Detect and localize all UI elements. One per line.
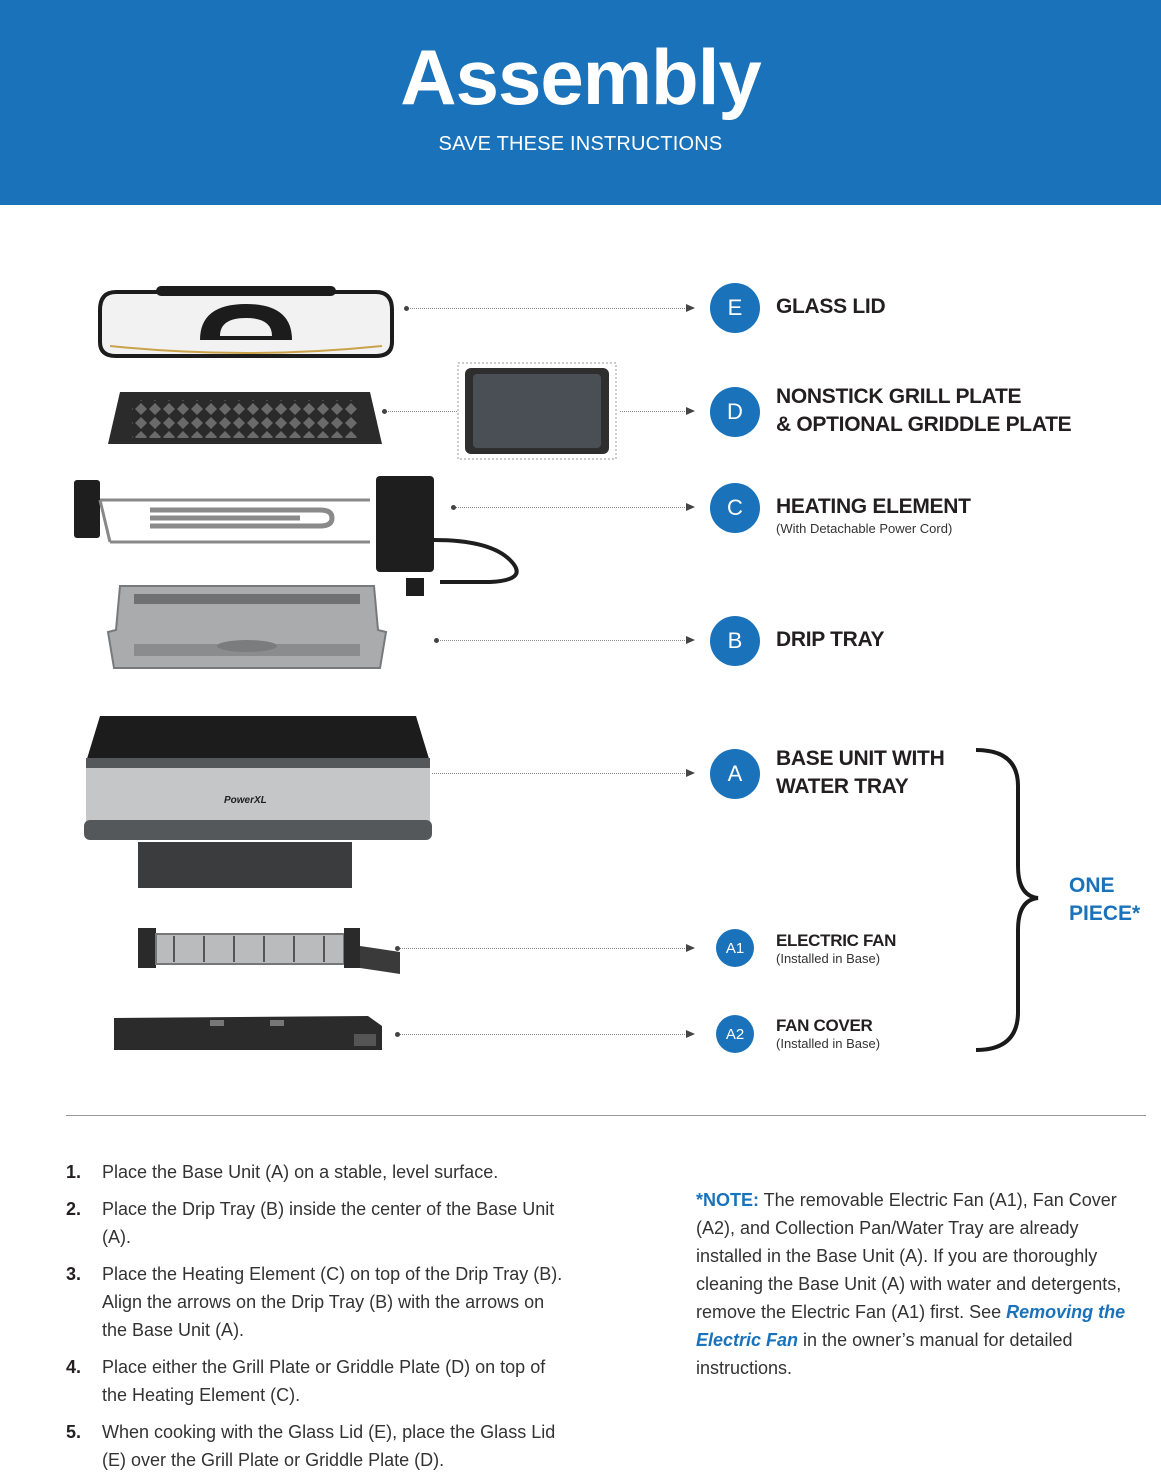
step-item: 5. When cooking with the Glass Lid (E), … xyxy=(66,1418,566,1474)
base-unit-image xyxy=(84,716,432,888)
removing-electric-fan-link[interactable]: Removing the Electric Fan xyxy=(696,1302,1126,1350)
one-piece-line1: ONE xyxy=(1069,874,1115,897)
step-text: Place the Base Unit (A) on a stable, lev… xyxy=(102,1162,499,1182)
label-drip-tray: DRIP TRAY xyxy=(776,626,884,654)
section-divider xyxy=(66,1115,1146,1116)
step-number: 1. xyxy=(66,1162,82,1182)
note-text-after-link: in the owner’s manual for detailed instr… xyxy=(696,1330,1073,1378)
drip-tray-image xyxy=(106,585,388,669)
note-text-before-link: The removable Electric Fan (A1), Fan Cov… xyxy=(696,1190,1122,1322)
one-piece-line2: PIECE* xyxy=(1069,902,1141,925)
assembly-note: *NOTE: The removable Electric Fan (A1), … xyxy=(696,1186,1136,1382)
label-base-unit: BASE UNIT WITH WATER TRAY xyxy=(776,745,945,801)
electric-fan-image xyxy=(138,928,400,974)
grouping-brace xyxy=(975,748,1039,1052)
label-electric-fan: ELECTRIC FAN (Installed in Base) xyxy=(776,931,896,967)
label-grill-plate-line2: & OPTIONAL GRIDDLE PLATE xyxy=(776,413,1072,436)
label-electric-fan-title: ELECTRIC FAN xyxy=(776,931,897,950)
label-base-unit-line2: WATER TRAY xyxy=(776,775,909,798)
one-piece-label: ONE PIECE* xyxy=(1069,872,1140,928)
label-drip-tray-title: DRIP TRAY xyxy=(776,628,885,651)
step-number: 5. xyxy=(66,1422,82,1442)
step-text: Place the Drip Tray (B) inside the cente… xyxy=(102,1199,555,1247)
note-lead: *NOTE: xyxy=(696,1190,759,1210)
leader-line-e xyxy=(404,304,695,312)
fan-cover-image xyxy=(114,1016,382,1050)
leader-line-c xyxy=(451,503,695,511)
label-base-unit-line1: BASE UNIT WITH xyxy=(776,747,945,770)
leader-line-b xyxy=(434,636,695,644)
label-fan-cover: FAN COVER (Installed in Base) xyxy=(776,1016,880,1052)
step-item: 1. Place the Base Unit (A) on a stable, … xyxy=(66,1158,566,1186)
step-number: 3. xyxy=(66,1264,82,1284)
label-glass-lid: GLASS LID xyxy=(776,293,886,321)
grill-plate-image xyxy=(108,392,382,444)
label-fan-cover-note: (Installed in Base) xyxy=(776,1036,881,1051)
step-number: 4. xyxy=(66,1357,82,1377)
label-heating-element-note: (With Detachable Power Cord) xyxy=(776,521,953,536)
step-number: 2. xyxy=(66,1199,82,1219)
step-text: When cooking with the Glass Lid (E), pla… xyxy=(102,1422,556,1470)
leader-line-a1 xyxy=(395,944,695,952)
badge-a2: A2 xyxy=(716,1015,754,1053)
step-item: 3. Place the Heating Element (C) on top … xyxy=(66,1260,566,1344)
label-fan-cover-title: FAN COVER xyxy=(776,1016,873,1035)
step-item: 2. Place the Drip Tray (B) inside the ce… xyxy=(66,1195,566,1251)
label-electric-fan-note: (Installed in Base) xyxy=(776,951,881,966)
leader-line-d xyxy=(620,407,695,415)
step-text: Place either the Grill Plate or Griddle … xyxy=(102,1357,546,1405)
leader-line-d-left xyxy=(382,409,457,414)
badge-a: A xyxy=(710,749,760,799)
instruction-steps: 1. Place the Base Unit (A) on a stable, … xyxy=(66,1158,566,1483)
step-text: Place the Heating Element (C) on top of … xyxy=(102,1264,563,1340)
badge-d: D xyxy=(710,387,760,437)
label-grill-plate-line1: NONSTICK GRILL PLATE xyxy=(776,385,1022,408)
label-grill-plate: NONSTICK GRILL PLATE & OPTIONAL GRIDDLE … xyxy=(776,383,1072,439)
badge-c: C xyxy=(710,483,760,533)
badge-b: B xyxy=(710,616,760,666)
step-item: 4. Place either the Grill Plate or Gridd… xyxy=(66,1353,566,1409)
label-heating-element-title: HEATING ELEMENT xyxy=(776,495,971,518)
griddle-plate-image xyxy=(457,362,617,460)
page-title: Assembly xyxy=(400,33,762,121)
powerxl-logo: PowerXL xyxy=(224,795,267,806)
page-subtitle: SAVE THESE INSTRUCTIONS xyxy=(438,133,723,155)
header-banner: Assembly SAVE THESE INSTRUCTIONS xyxy=(0,0,1161,205)
glass-lid-image xyxy=(98,286,394,358)
badge-e: E xyxy=(710,283,760,333)
label-glass-lid-title: GLASS LID xyxy=(776,295,886,318)
label-heating-element: HEATING ELEMENT (With Detachable Power C… xyxy=(776,493,971,537)
leader-line-a2 xyxy=(395,1030,695,1038)
badge-a1: A1 xyxy=(716,929,754,967)
leader-line-a xyxy=(432,769,695,777)
heating-element-image xyxy=(74,476,519,596)
